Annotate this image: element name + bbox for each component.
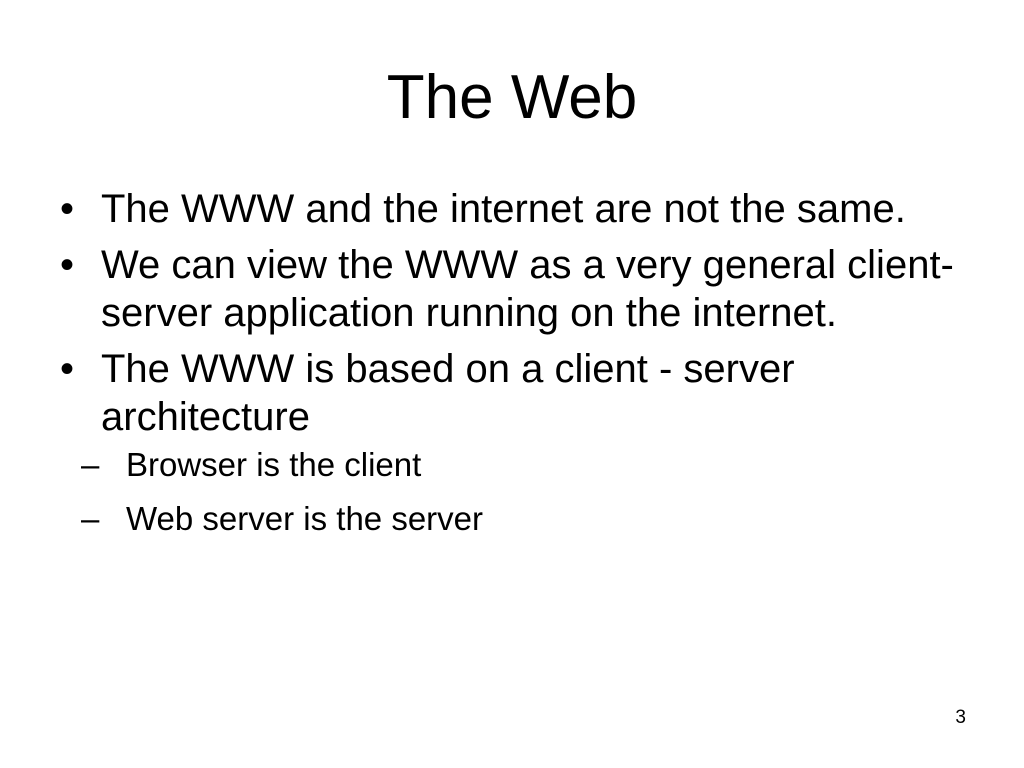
bullet-list: • The WWW and the internet are not the s… bbox=[60, 185, 960, 553]
slide-title: The Web bbox=[386, 63, 638, 132]
bullet-marker: • bbox=[60, 187, 75, 231]
bullet-item: • The WWW is based on a client - server … bbox=[60, 345, 960, 539]
bullet-text: The WWW and the internet are not the sam… bbox=[101, 187, 906, 231]
sub-bullet-text: Browser is the client bbox=[126, 446, 422, 483]
sub-bullet-list: – Browser is the client – Web server is … bbox=[81, 445, 960, 539]
bullet-marker: • bbox=[60, 347, 75, 391]
sub-bullet-marker: – bbox=[81, 446, 100, 483]
page-number: 3 bbox=[955, 707, 966, 728]
bullet-text: The WWW is based on a client - server ar… bbox=[101, 347, 795, 439]
sub-bullet-marker: – bbox=[81, 500, 100, 537]
bullet-item: • The WWW and the internet are not the s… bbox=[60, 185, 960, 233]
bullet-marker: • bbox=[60, 243, 75, 287]
bullet-item: • We can view the WWW as a very general … bbox=[60, 241, 960, 337]
sub-bullet-text: Web server is the server bbox=[126, 500, 484, 537]
sub-bullet-item: – Browser is the client bbox=[81, 445, 960, 485]
sub-bullet-item: – Web server is the server bbox=[81, 499, 960, 539]
bullet-text: We can view the WWW as a very general cl… bbox=[101, 243, 954, 335]
